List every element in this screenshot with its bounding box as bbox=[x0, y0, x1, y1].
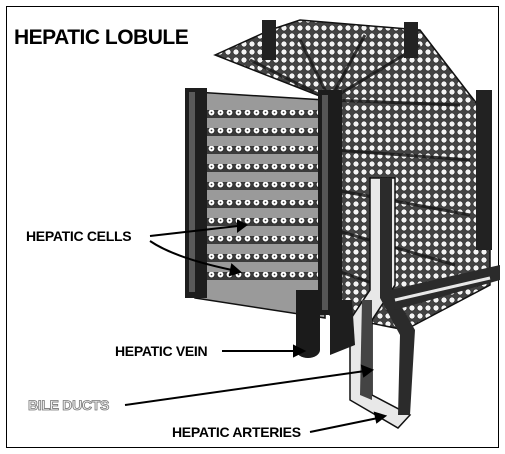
label-hepatic-vein: HEPATIC VEIN bbox=[115, 343, 207, 359]
left-face bbox=[185, 88, 325, 318]
diagram-title: HEPATIC LOBULE bbox=[14, 26, 188, 50]
label-bile-ducts: BILE DUCTS bbox=[28, 397, 109, 413]
label-hepatic-cells: HEPATIC CELLS bbox=[26, 228, 131, 244]
central-vein bbox=[318, 90, 342, 315]
label-hepatic-arteries: HEPATIC ARTERIES bbox=[172, 424, 301, 440]
